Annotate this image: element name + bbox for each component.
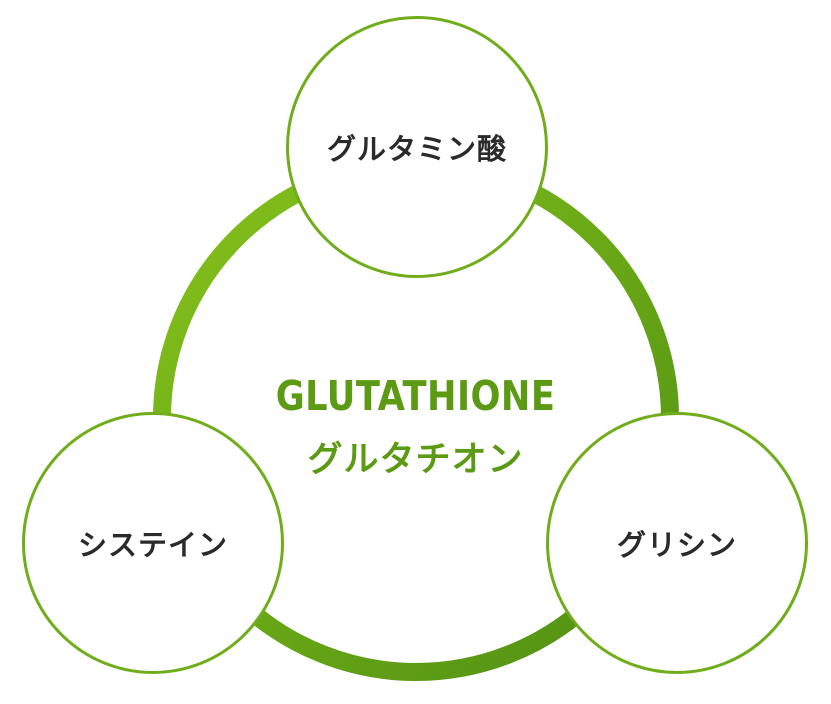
node-label-glutamic-acid: グルタミン酸	[326, 132, 507, 166]
node-glycine: グリシン	[546, 412, 808, 674]
node-glutamic-acid: グルタミン酸	[286, 16, 548, 278]
node-label-glycine: グリシン	[616, 528, 737, 562]
center-title-en: GLUTATHIONE	[275, 372, 556, 420]
node-cysteine: システイン	[22, 412, 284, 674]
center-title-ja: グルタチオン	[307, 440, 524, 480]
node-label-cysteine: システイン	[77, 528, 228, 562]
